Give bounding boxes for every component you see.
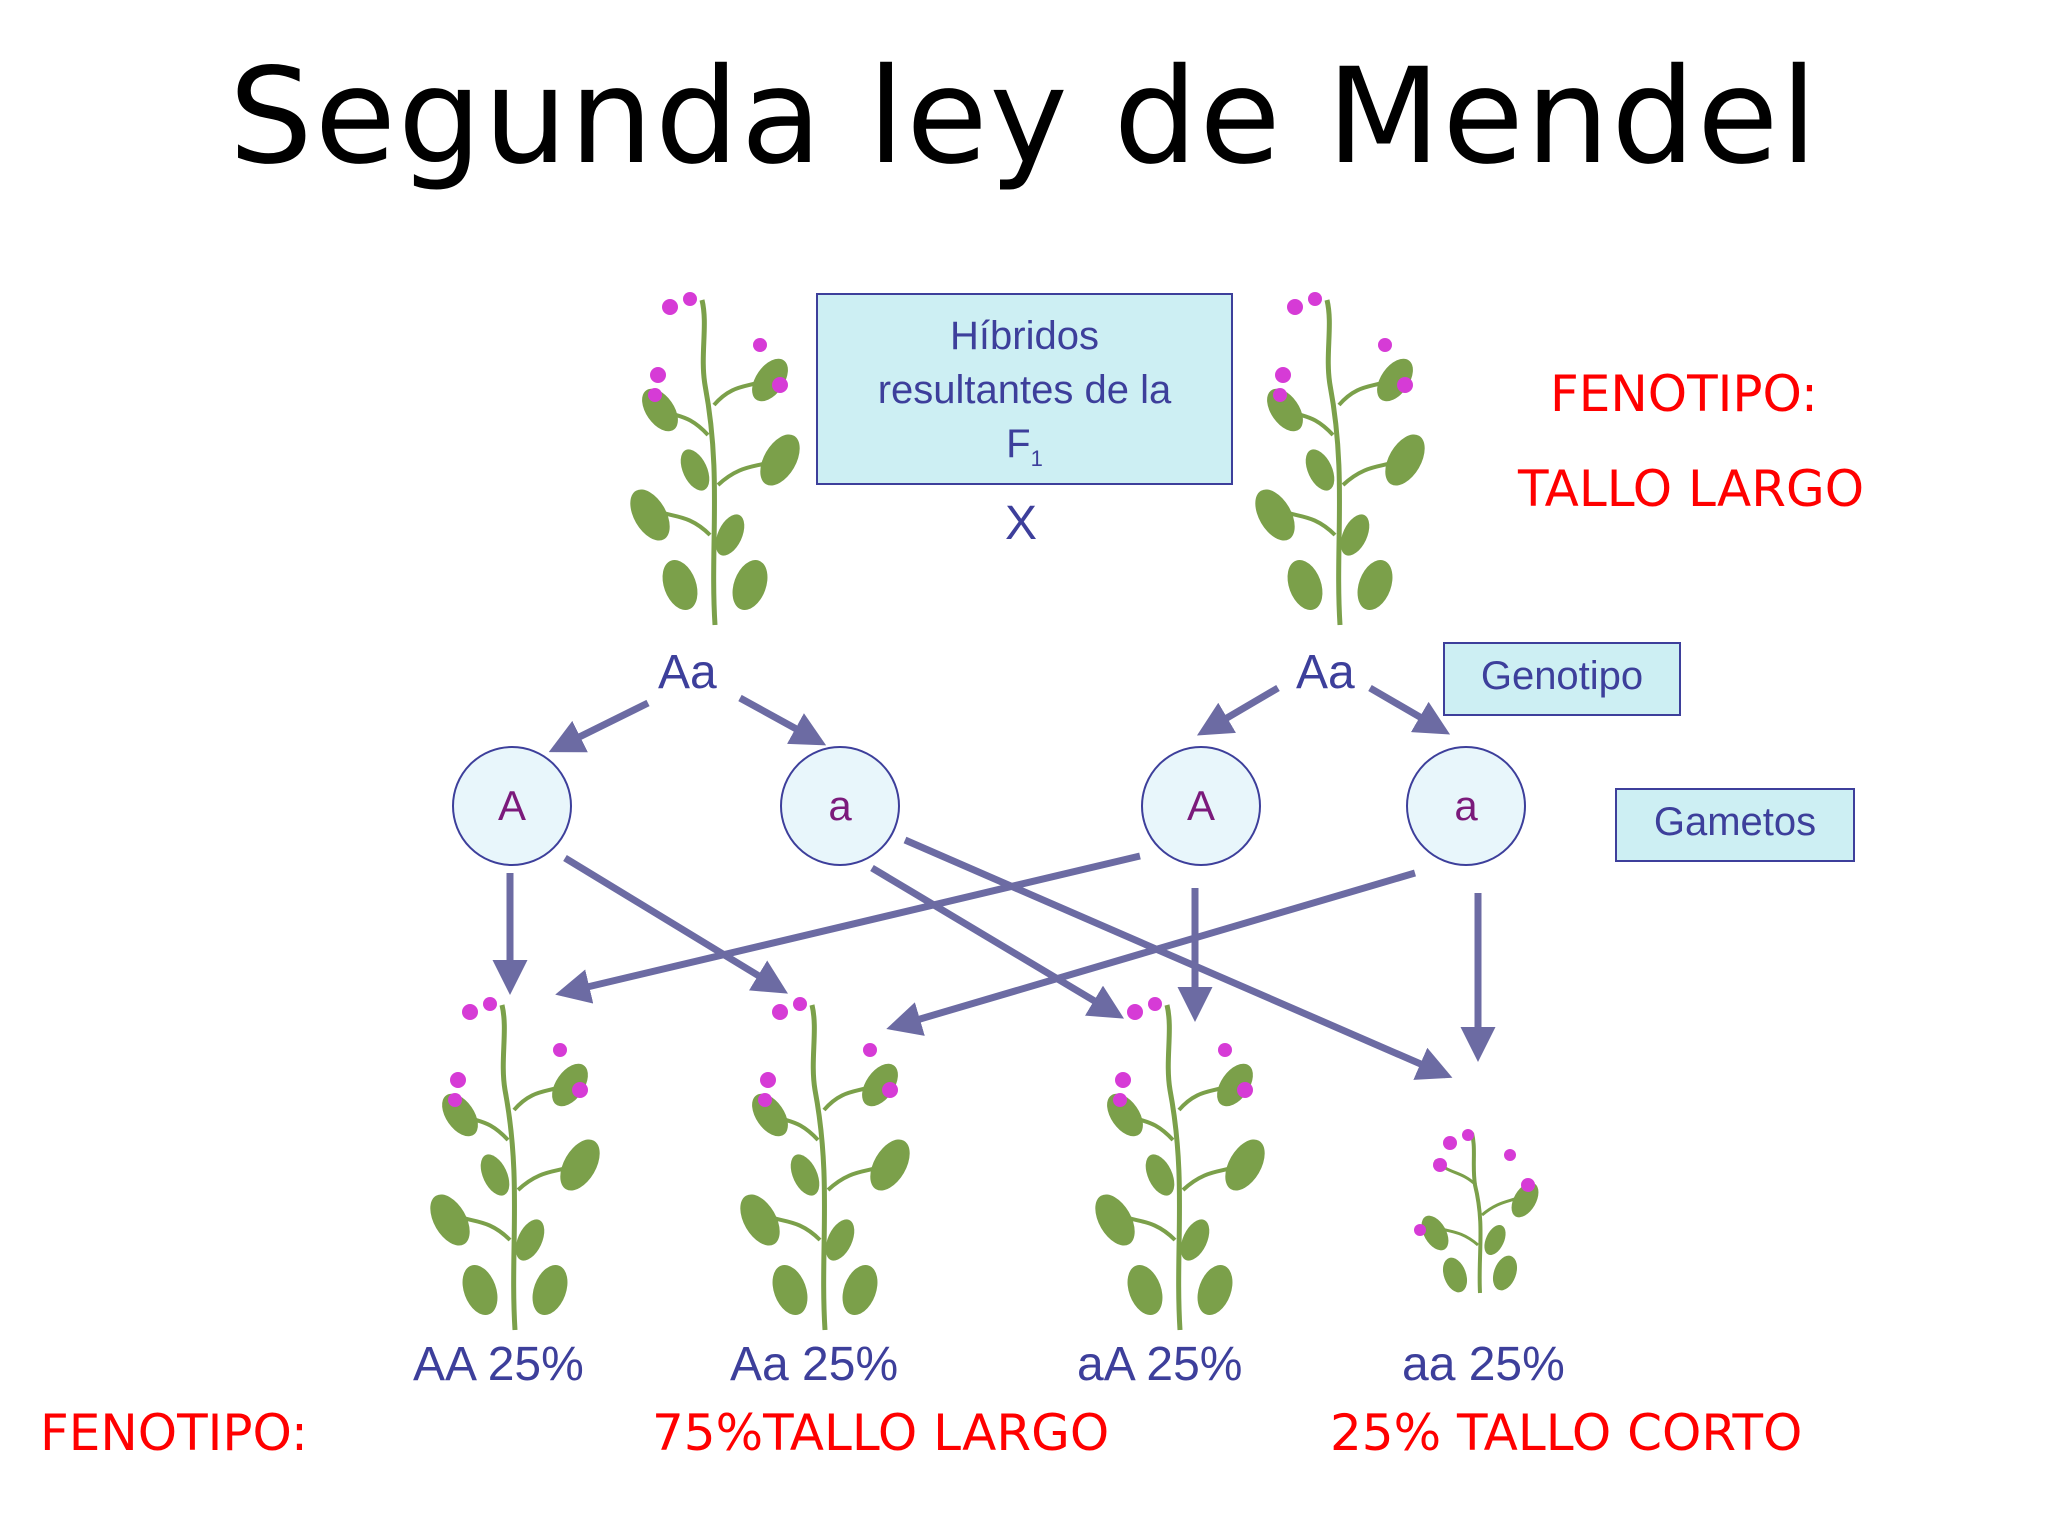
pea-plant-Aa: [740, 997, 910, 1331]
arrow-a1-to-aa: [903, 836, 1453, 1080]
f1-box-line3: F1: [818, 417, 1231, 486]
phenotype-top-value: TALLO LARGO: [1518, 460, 1865, 518]
phenotype-top-heading: FENOTIPO:: [1550, 365, 1818, 423]
genotipo-label-box: Genotipo: [1443, 642, 1681, 716]
arrow-A2-to-AA: [555, 852, 1141, 1004]
f1-subscript: 1: [1030, 446, 1043, 471]
pea-plant-aA: [1095, 997, 1265, 1331]
arrow-parent2-to-a: [1368, 684, 1451, 735]
gametos-label: Gametos: [1653, 800, 1817, 844]
f1-hybrids-box: Híbridos resultantes de la F1: [816, 293, 1233, 485]
offspring-genotype-AA: AA 25%: [413, 1338, 584, 1391]
f1-label: F: [1006, 422, 1031, 466]
pea-plant-parent-right: [1255, 292, 1425, 626]
gamete-parent1-A: A: [452, 746, 572, 866]
f1-box-line1: Híbridos: [950, 314, 1099, 358]
gamete-parent2-a: a: [1406, 746, 1526, 866]
parent-right-genotype: Aa: [1296, 646, 1355, 699]
pea-plant-parent-left: [630, 292, 800, 626]
genotipo-label: Genotipo: [1480, 654, 1644, 698]
phenotype-bottom-short: 25% TALLO CORTO: [1330, 1404, 1803, 1462]
arrow-parent1-to-A: [548, 699, 650, 753]
arrow-parent2-to-A: [1196, 684, 1280, 736]
phenotype-bottom-heading: FENOTIPO:: [40, 1404, 308, 1462]
arrow-a2-to-Aa: [886, 869, 1416, 1036]
page-title: Segunda ley de Mendel: [228, 40, 1820, 194]
parent-left-genotype: Aa: [658, 646, 717, 699]
phenotype-bottom-long: 75%TALLO LARGO: [652, 1404, 1110, 1462]
offspring-genotype-aa: aa 25%: [1402, 1338, 1565, 1391]
arrow-a1-to-aA: [870, 864, 1125, 1019]
gamete-parent1-a: a: [780, 746, 900, 866]
arrow-parent1-to-a: [738, 694, 827, 746]
gametos-label-box: Gametos: [1615, 788, 1855, 862]
pea-plant-AA: [430, 997, 600, 1331]
pea-plant-aa-short: [1414, 1129, 1539, 1294]
gamete-parent2-A: A: [1141, 746, 1261, 866]
cross-symbol: X: [1005, 497, 1038, 550]
arrow-A1-to-Aa: [563, 855, 788, 994]
offspring-genotype-aA: aA 25%: [1077, 1338, 1243, 1391]
f1-box-line2: resultantes de la: [877, 368, 1172, 412]
offspring-genotype-Aa: Aa 25%: [730, 1338, 899, 1391]
